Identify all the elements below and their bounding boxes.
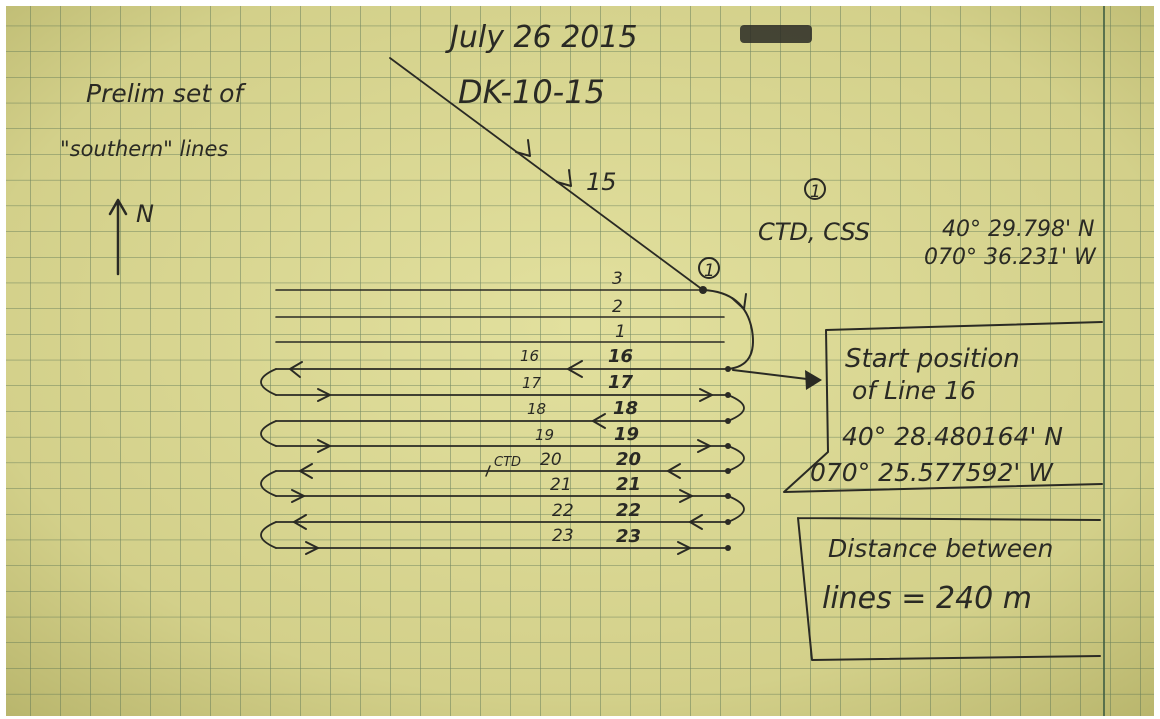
start-longitude: 070° 25.577592' W: [810, 458, 1054, 487]
line-label-right: 21: [616, 474, 641, 495]
distance-line-2: lines = 240 m: [822, 581, 1032, 616]
ctd-longitude: 070° 36.231' W: [924, 245, 1097, 270]
line-label-left: 20: [540, 450, 562, 470]
line-label-right: 20: [616, 449, 641, 470]
ctd-mark: CTD: [494, 455, 521, 470]
line-label-right: 22: [616, 500, 641, 521]
start-box-title-1: Start position: [845, 344, 1020, 374]
north-label: N: [136, 200, 154, 228]
date-text: July 26 2015: [445, 20, 638, 55]
start-latitude: 40° 28.480164' N: [842, 422, 1063, 451]
upper-line-label: 2: [612, 297, 623, 317]
cruise-id: DK-10-15: [458, 73, 605, 111]
station-marker-number: 1: [704, 261, 715, 281]
line-label-right: 16: [608, 346, 633, 367]
line-label-left: 19: [535, 426, 554, 444]
line-label-right: 17: [608, 372, 634, 393]
distance-line-1: Distance between: [828, 534, 1053, 563]
line-label-right: 18: [613, 398, 638, 419]
line-label-left: 22: [552, 501, 574, 521]
line-label-left: 23: [552, 526, 574, 546]
track-label: 15: [586, 168, 617, 196]
line-label-right: 23: [616, 526, 641, 547]
upper-line-label: 1: [615, 322, 626, 342]
line-label-left: 18: [527, 400, 546, 418]
start-box-title-2: of Line 16: [852, 376, 976, 405]
line-label-left: 16: [520, 347, 539, 365]
line-label-left: 17: [522, 374, 542, 392]
scribble-mark: [740, 25, 812, 43]
upper-line-label: 3: [612, 269, 623, 289]
ctd-callout-number: 1: [810, 182, 821, 202]
line-label-right: 19: [614, 424, 639, 445]
ctd-latitude: 40° 29.798' N: [942, 217, 1094, 242]
heading-line-2: "southern" lines: [60, 137, 228, 161]
heading-line-1: Prelim set of: [86, 79, 246, 108]
line-label-left: 21: [550, 475, 572, 495]
ctd-text: CTD, CSS: [758, 218, 870, 246]
